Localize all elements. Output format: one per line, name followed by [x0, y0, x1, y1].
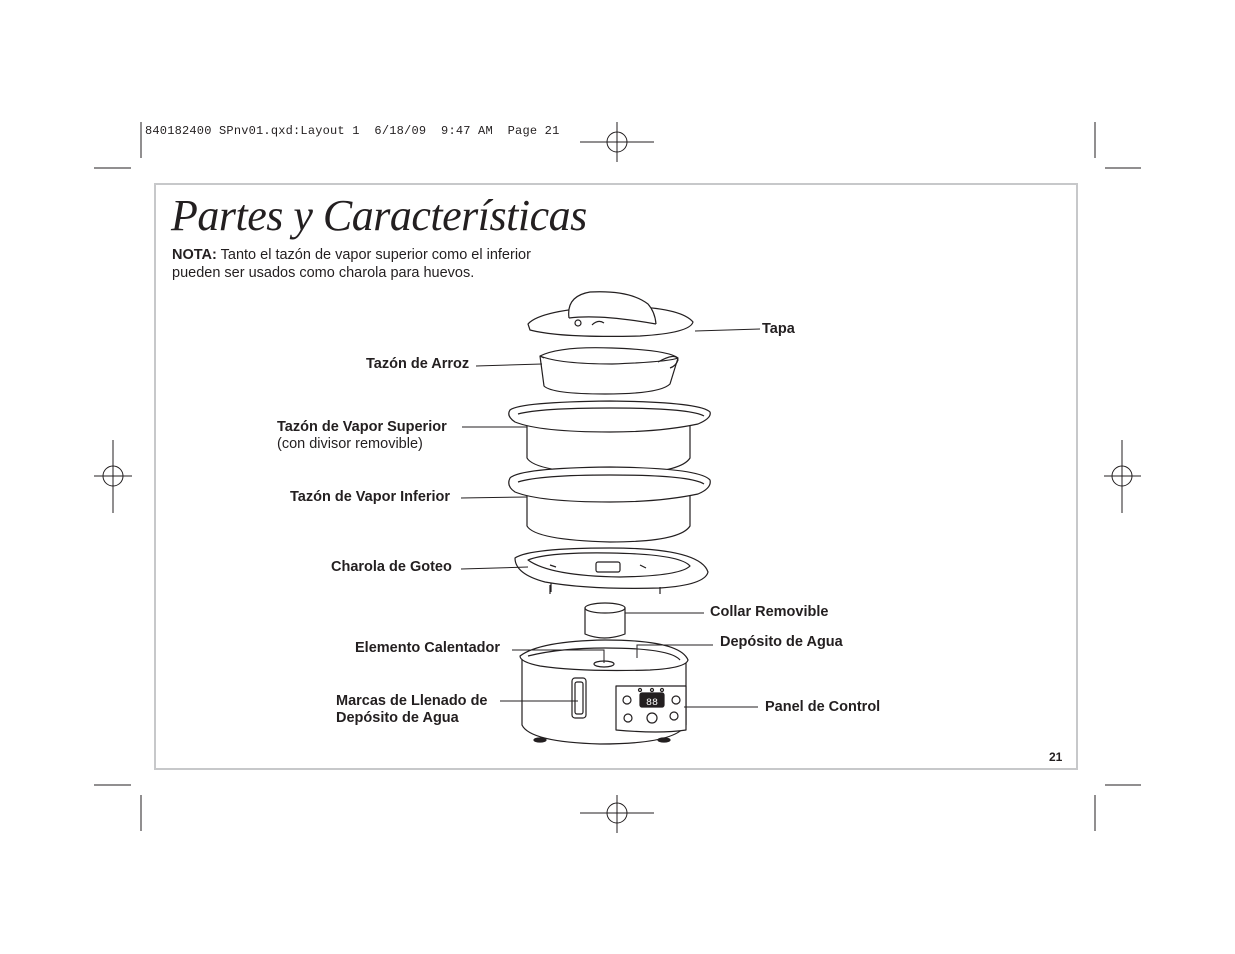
label-marcas-llenado-1: Marcas de Llenado de [336, 693, 488, 709]
registration-mark-left [94, 440, 132, 513]
drip-tray-illustration [514, 547, 709, 594]
registration-mark-top [580, 122, 654, 162]
registration-mark-right [1104, 440, 1141, 513]
label-tazon-superior-sub: (con divisor removible) [277, 436, 423, 452]
label-tazon-arroz: Tazón de Arroz [366, 356, 470, 372]
label-tazon-inferior: Tazón de Vapor Inferior [290, 489, 451, 505]
note-line-1: Tanto el tazón de vapor superior como el… [220, 247, 531, 263]
page-frame [154, 183, 1078, 770]
note-line-2: pueden ser usados como charola para huev… [172, 265, 475, 281]
note-text: NOTA: Tanto el tazón de vapor superior c… [172, 246, 592, 282]
display-readout: 88 [646, 698, 658, 709]
upper-steamer-bowl-illustration [508, 400, 711, 475]
page-title: Partes y Características [171, 191, 587, 240]
label-panel-control: Panel de Control [765, 699, 881, 715]
lid-illustration [527, 291, 694, 337]
label-tazon-superior: Tazón de Vapor Superior [277, 419, 447, 435]
slug-line: 840182400 SPnv01.qxd:Layout 1 6/18/09 9:… [145, 124, 560, 138]
lower-steamer-bowl-illustration [508, 466, 711, 543]
label-elemento-calentador: Elemento Calentador [355, 640, 501, 656]
leader-lines [460, 328, 761, 708]
label-marcas-llenado-2: Depósito de Agua [336, 710, 459, 726]
label-deposito-agua: Depósito de Agua [720, 634, 843, 650]
registration-mark-bottom [580, 795, 654, 833]
note-label: NOTA: [172, 247, 217, 263]
removable-collar-illustration [584, 602, 626, 639]
label-charola-goteo: Charola de Goteo [331, 559, 452, 575]
label-collar-removible: Collar Removible [710, 604, 829, 620]
rice-bowl-illustration [539, 347, 679, 395]
page-number: 21 [1049, 750, 1063, 764]
label-tapa: Tapa [762, 321, 795, 337]
